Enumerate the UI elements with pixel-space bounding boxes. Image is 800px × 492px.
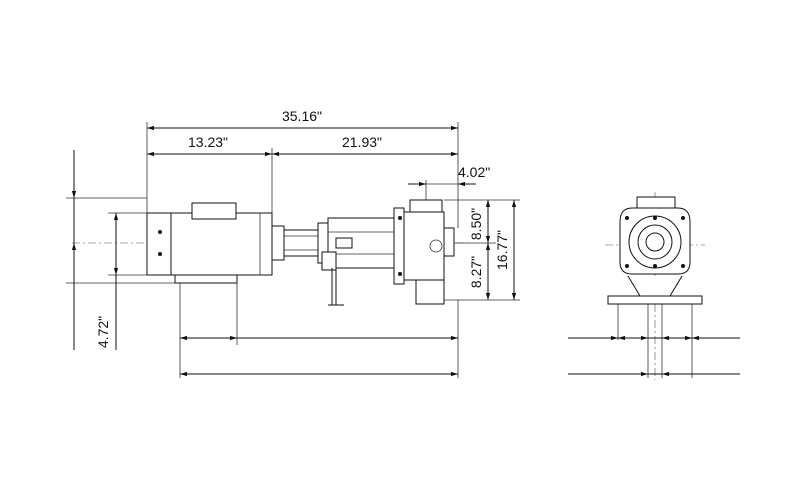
- dim-heights: 8.50" 8.27" 16.77": [444, 199, 520, 301]
- dim-left-verticals: 4.72": [66, 150, 175, 350]
- bearing-frame: [317, 217, 395, 306]
- end-view-base: [607, 275, 703, 378]
- coupling: [271, 225, 319, 261]
- dim-motor-pump: 13.23" 21.93": [147, 134, 458, 213]
- side-view: 35.16" 13.23" 21.93" 4.02" 8.50": [66, 108, 520, 378]
- dim-total-height-label: 16.77": [494, 230, 510, 270]
- dim-bottom-horizontals: [179, 283, 459, 378]
- dim-overall-label: 35.16": [282, 108, 322, 124]
- motor: [146, 202, 273, 284]
- pump-casing: [393, 199, 455, 305]
- dim-base-height-label: 4.72": [95, 316, 111, 348]
- end-view: [568, 192, 740, 380]
- dim-upper-height-label: 8.50": [468, 208, 484, 240]
- dim-motor-label: 13.23": [188, 134, 228, 150]
- end-view-dims: [568, 335, 740, 377]
- end-view-casing: [619, 196, 691, 275]
- dim-suction-offset: 4.02": [408, 164, 490, 200]
- dim-lower-height-label: 8.27": [468, 256, 484, 288]
- dim-suction-offset-label: 4.02": [458, 164, 490, 180]
- dim-pump-label: 21.93": [342, 134, 382, 150]
